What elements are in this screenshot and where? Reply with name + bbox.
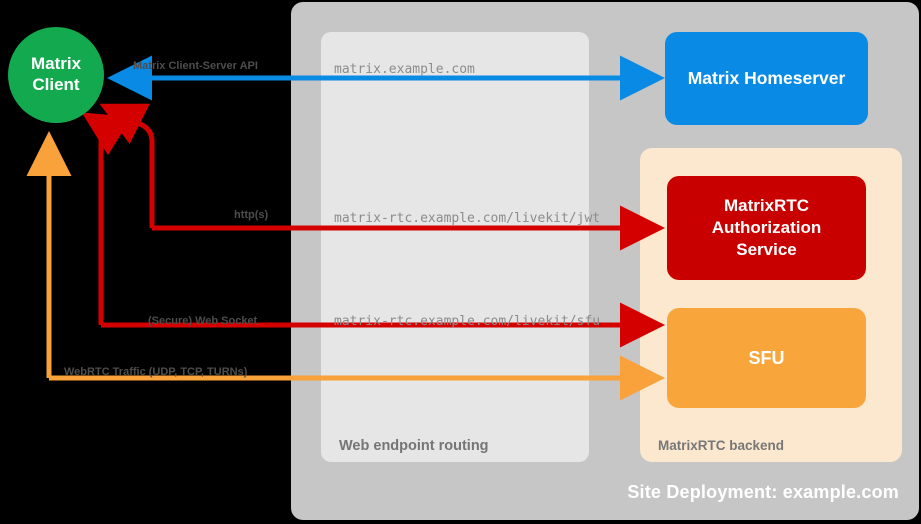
web-endpoint-routing-group: [321, 32, 589, 462]
site-deployment-caption: Site Deployment: example.com: [627, 482, 899, 502]
edge-label-cs-api: Matrix Client-Server API: [133, 60, 258, 72]
matrixrtc-backend-caption: MatrixRTC backend: [658, 438, 785, 453]
edge-label-webrtc: WebRTC Traffic (UDP, TCP, TURNs): [64, 366, 248, 378]
web-endpoint-routing-caption: Web endpoint routing: [339, 438, 489, 454]
node-auth-line3: Service: [736, 240, 797, 260]
node-matrix-homeserver[interactable]: Matrix Homeserver: [665, 32, 868, 125]
node-auth-line2: Authorization: [711, 217, 822, 237]
node-matrixrtc-authorization-service[interactable]: MatrixRTC Authorization Service: [667, 176, 866, 280]
edge-endpoint-cs-api: matrix.example.com: [334, 62, 475, 77]
node-auth-line1: MatrixRTC: [723, 195, 809, 215]
edge-endpoint-sfu-websocket: matrix-rtc.example.com/livekit/sfu: [334, 314, 601, 329]
node-matrix-homeserver-label: Matrix Homeserver: [687, 68, 846, 88]
edge-label-jwt: http(s): [234, 209, 269, 221]
edge-label-sfu-websocket: (Secure) Web Socket: [148, 315, 258, 327]
node-matrix-client[interactable]: Matrix Client: [8, 27, 104, 123]
node-matrix-client-line2: Client: [32, 75, 80, 94]
node-sfu-label: SFU: [748, 347, 785, 368]
edge-endpoint-jwt: matrix-rtc.example.com/livekit/jwt: [334, 211, 601, 226]
node-matrix-client-line1: Matrix: [30, 54, 82, 74]
node-sfu[interactable]: SFU: [667, 308, 866, 408]
